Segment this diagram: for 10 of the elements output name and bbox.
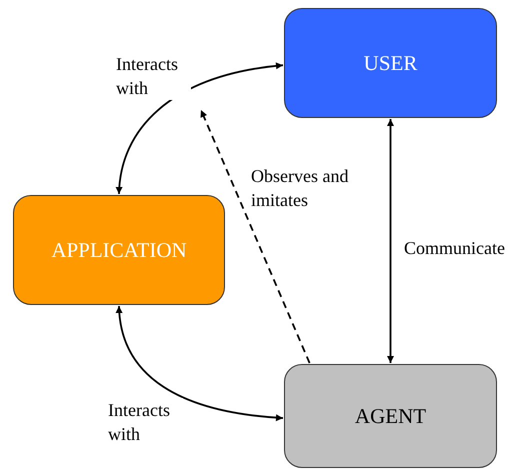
rounded-box [284, 8, 497, 118]
rounded-box [13, 195, 225, 305]
node-label: AGENT [354, 404, 426, 428]
arrow [116, 62, 284, 194]
rounded-box [284, 364, 497, 468]
node-label: USER [364, 50, 418, 76]
arrow [387, 119, 394, 363]
node-label: APPLICATION [51, 238, 187, 262]
dashed-arrow [200, 110, 310, 364]
arrow [116, 306, 284, 421]
